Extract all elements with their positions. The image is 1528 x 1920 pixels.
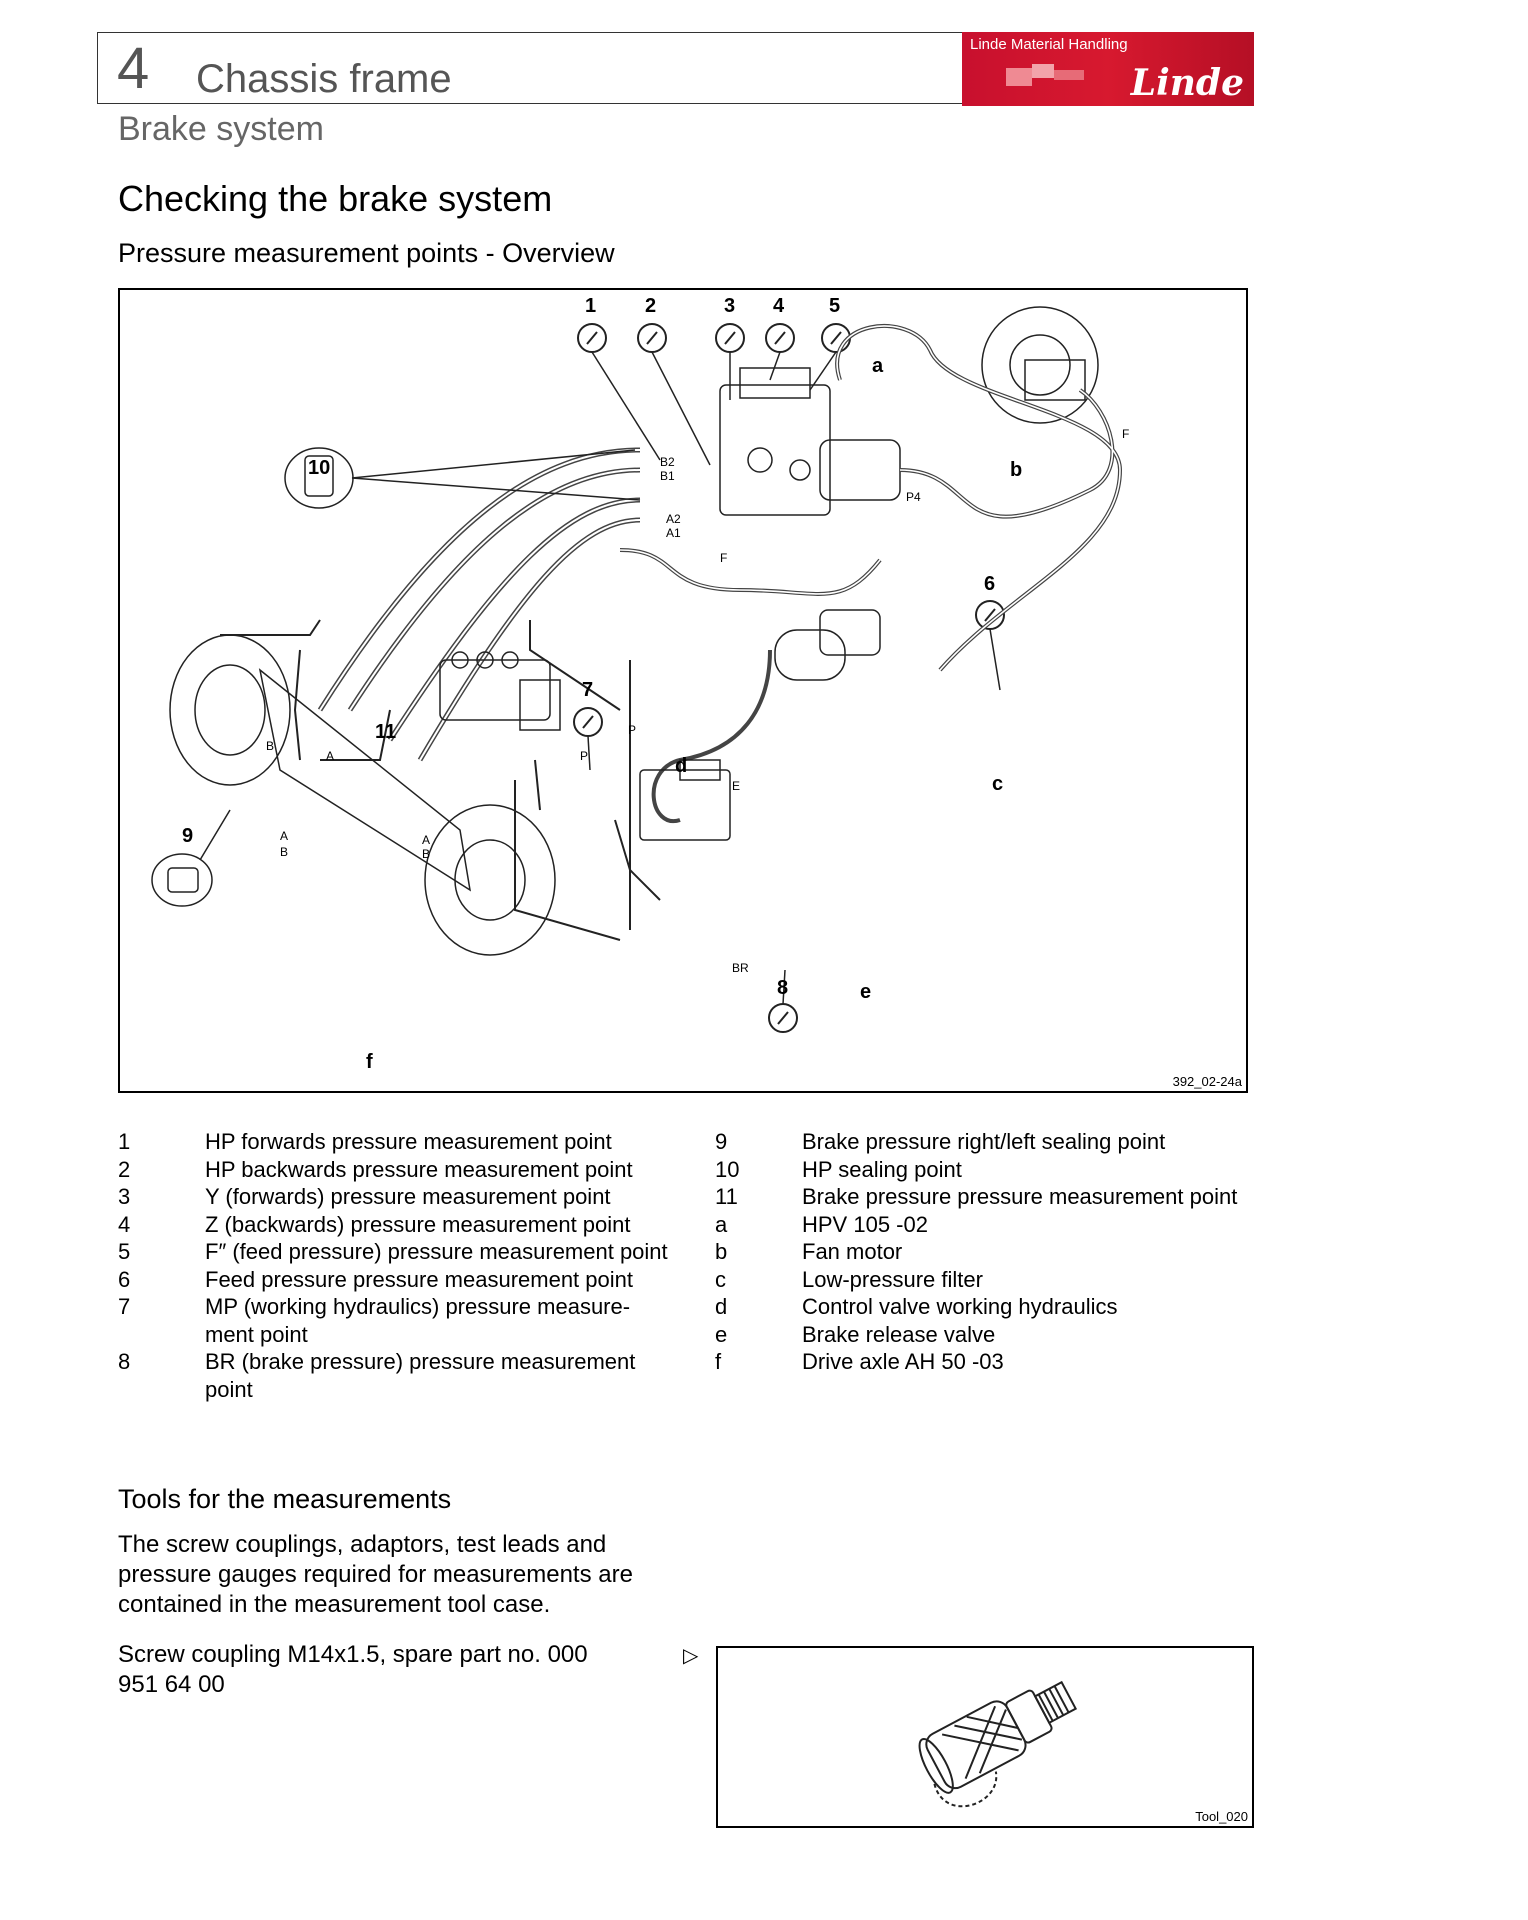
tools-paragraph: The screw couplings, adaptors, test lead… (118, 1531, 633, 1618)
svg-text:A2: A2 (666, 512, 681, 526)
brand-name: Linde Material Handling (970, 36, 1128, 53)
brake-release-valve (639, 759, 731, 841)
svg-text:10: 10 (308, 457, 330, 479)
control-valve (439, 651, 561, 731)
sub-title: Pressure measurement points - Overview (118, 238, 615, 268)
svg-text:B: B (266, 739, 274, 753)
fan-motor (981, 306, 1099, 424)
svg-text:P: P (628, 723, 636, 737)
hydraulic-pump (719, 367, 901, 516)
svg-text:5: 5 (829, 295, 840, 317)
brake-system-diagram: 1 2 3 4 5 6 7 8 9 10 11 a b c d e f B2 B… (118, 288, 1248, 1093)
figure-arrow-icon: ▷ (683, 1645, 699, 1667)
svg-text:6: 6 (984, 573, 995, 595)
linde-logo: Linde (1130, 62, 1244, 104)
coupling-paragraph: Screw coupling M14x1.5, spare part no. 0… (118, 1641, 588, 1698)
svg-text:P4: P4 (906, 490, 921, 504)
svg-text:d: d (675, 755, 687, 777)
tool-figure: Tool_020 (716, 1646, 1254, 1828)
drive-axle (169, 634, 556, 956)
brand-decor (1006, 68, 1032, 86)
svg-text:B1: B1 (660, 469, 675, 483)
svg-text:11: 11 (375, 721, 396, 743)
svg-text:4: 4 (773, 295, 785, 317)
svg-text:BR: BR (732, 961, 749, 975)
svg-text:7: 7 (582, 679, 593, 701)
chapter-number: 4 (117, 36, 150, 101)
svg-text:A: A (422, 833, 430, 847)
svg-text:B: B (280, 845, 288, 859)
svg-text:F: F (720, 551, 727, 565)
svg-text:f: f (366, 1051, 373, 1073)
svg-text:2: 2 (645, 295, 656, 317)
chapter-title: Chassis frame (196, 57, 452, 101)
screw-coupling-icon (918, 1680, 1078, 1808)
brand-decor (1054, 70, 1084, 80)
svg-text:b: b (1010, 459, 1022, 481)
svg-text:9: 9 (182, 825, 193, 847)
diagram-svg: 1 2 3 4 5 6 7 8 9 10 11 a b c d e f B2 B… (151, 295, 1129, 1073)
svg-text:B: B (422, 847, 430, 861)
brand-logo-block: Linde Material Handling Linde (962, 32, 1254, 106)
svg-text:c: c (992, 773, 1003, 795)
svg-text:A: A (280, 829, 288, 843)
page-title: Checking the brake system (118, 178, 553, 219)
svg-text:P: P (580, 749, 588, 763)
svg-text:3: 3 (724, 295, 735, 317)
svg-text:e: e (860, 981, 871, 1003)
low-pressure-filter (774, 609, 881, 681)
svg-text:E: E (732, 779, 740, 793)
svg-text:A: A (326, 749, 334, 763)
figure-reference: Tool_020 (1195, 1809, 1248, 1824)
section-title: Brake system (118, 110, 324, 148)
svg-text:8: 8 (777, 977, 788, 999)
svg-text:F: F (1122, 427, 1129, 441)
svg-text:1: 1 (585, 295, 596, 317)
tools-heading: Tools for the measurements (118, 1484, 452, 1514)
brand-decor (1032, 64, 1054, 78)
svg-text:B2: B2 (660, 455, 675, 469)
svg-text:a: a (872, 355, 884, 377)
svg-text:A1: A1 (666, 526, 681, 540)
figure-reference: 392_02-24a (1172, 1074, 1242, 1089)
